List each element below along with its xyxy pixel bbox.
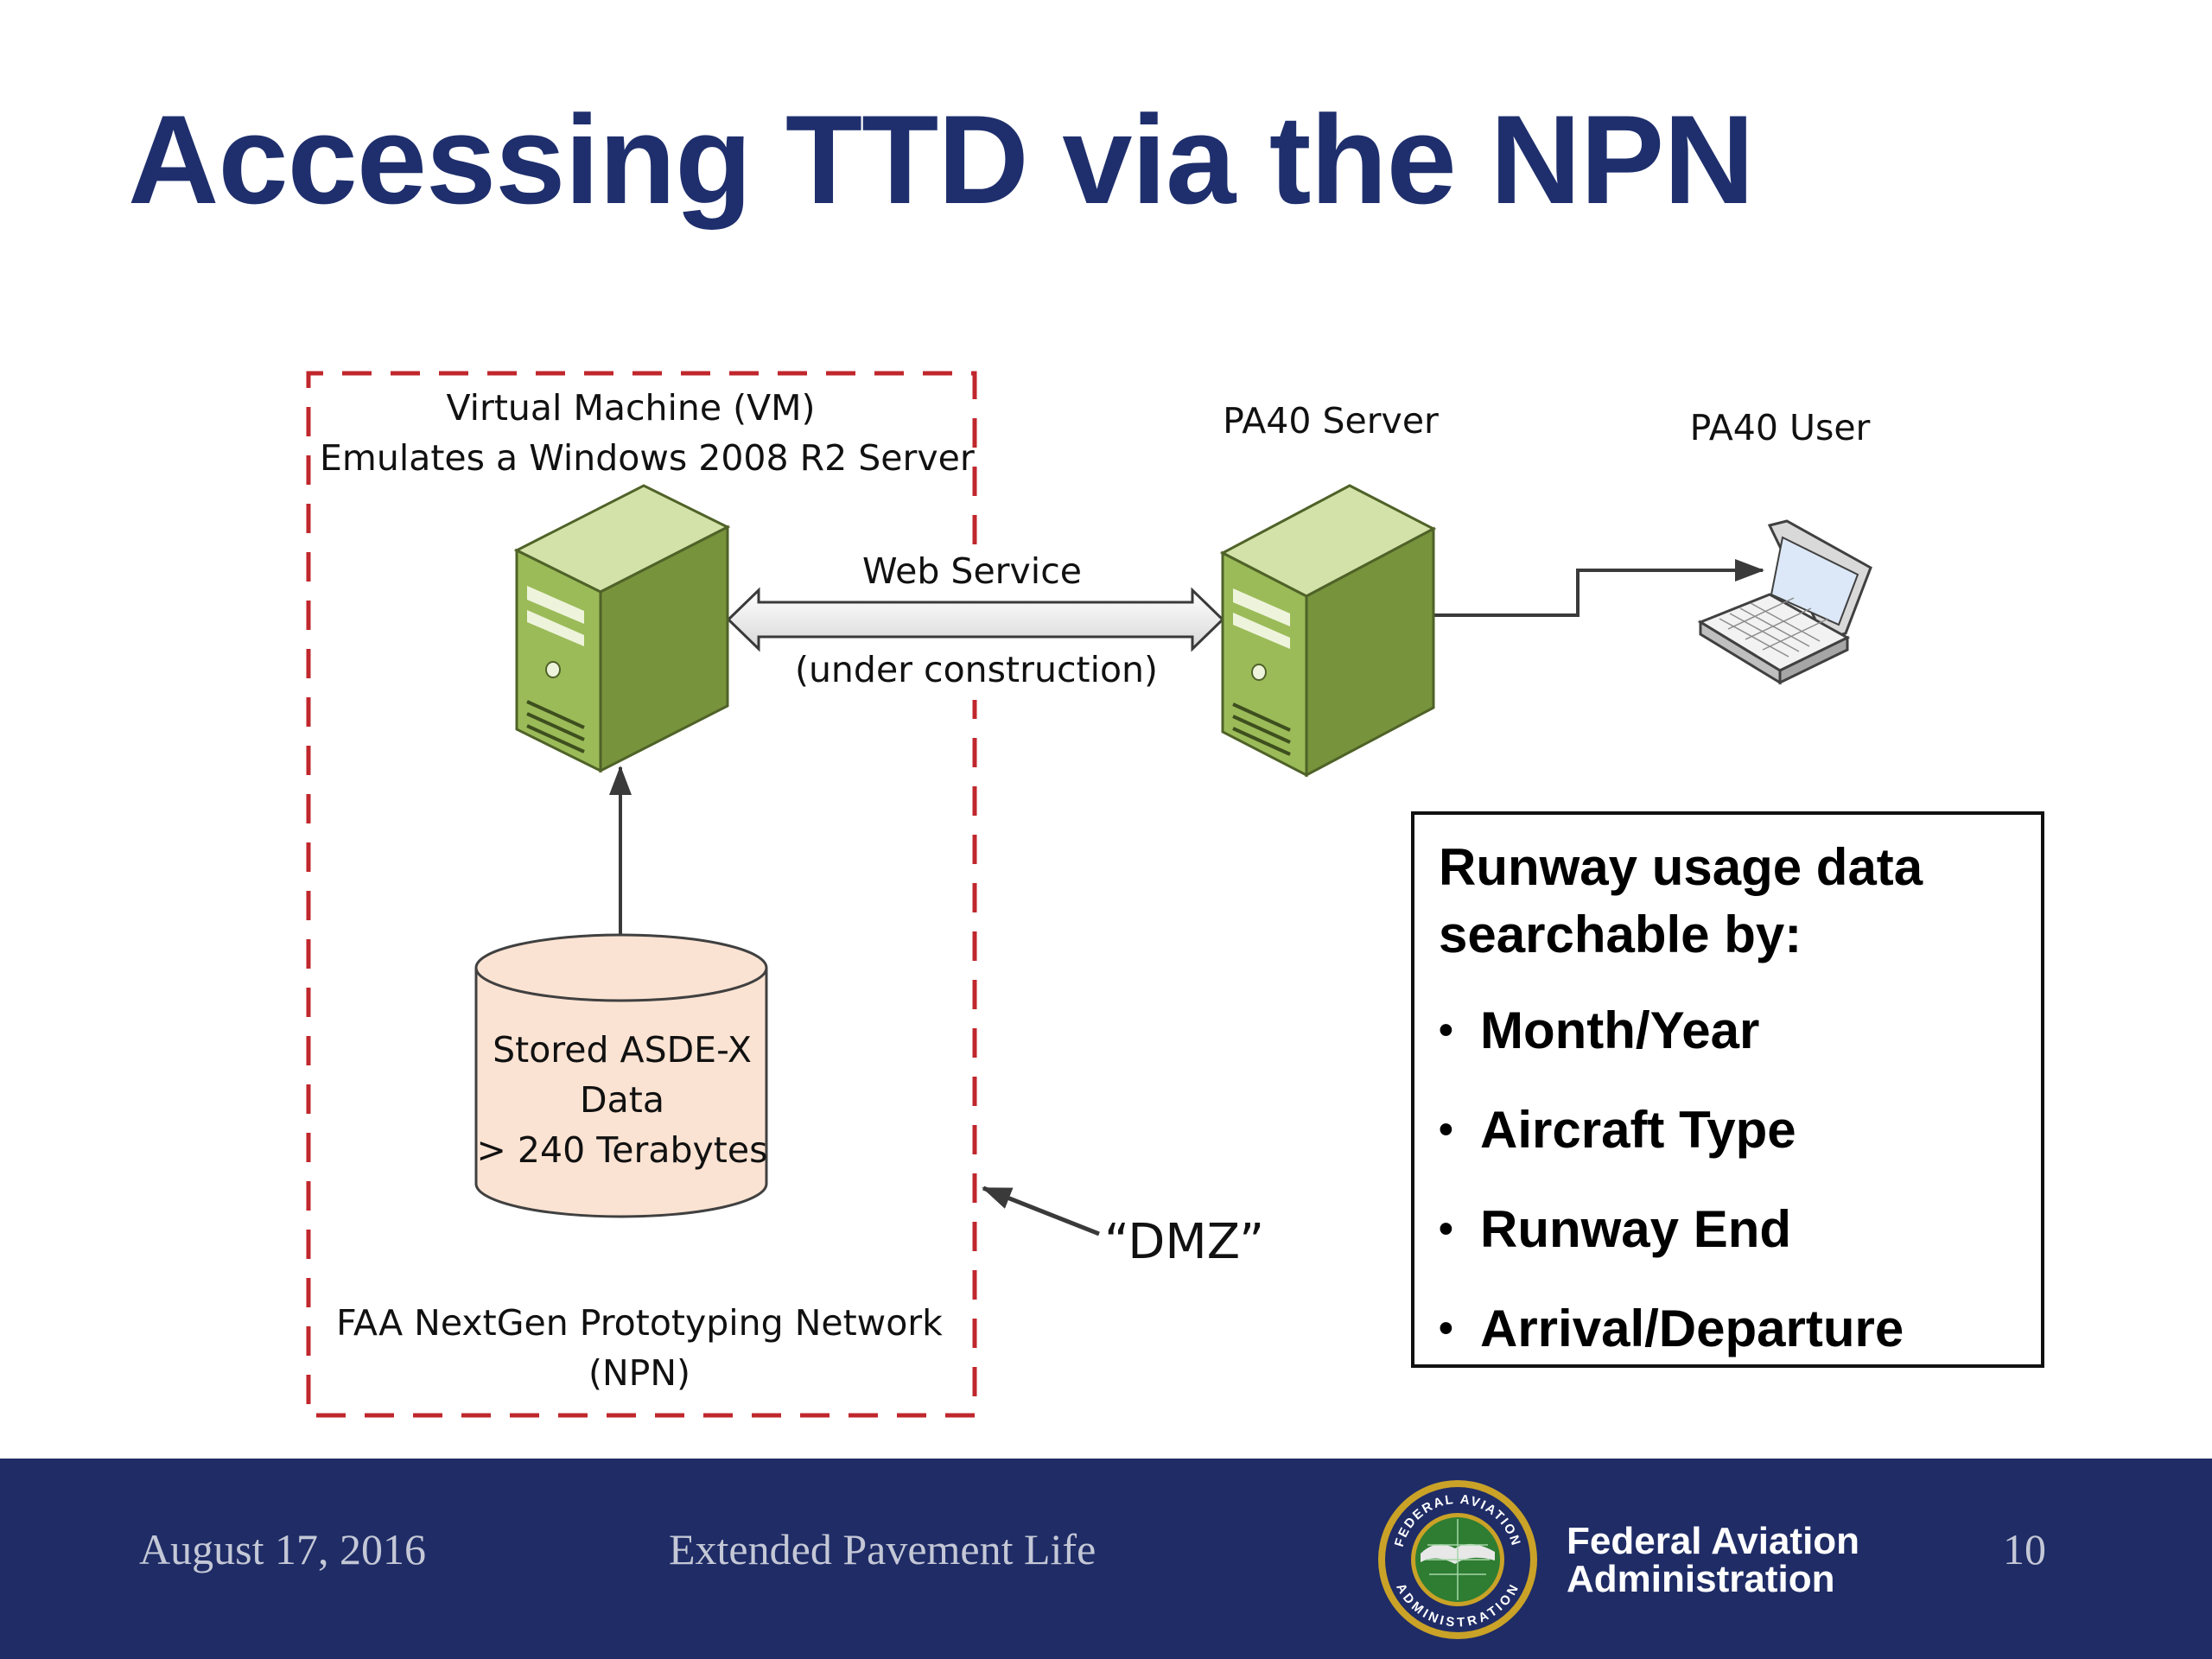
agency-name: Federal Aviation Administration — [1567, 1522, 1859, 1599]
dmz-label: “DMZ” — [1104, 1214, 1265, 1270]
storage-label-line3: > 240 Terabytes — [476, 1129, 768, 1171]
web-service-arrow — [726, 587, 1225, 652]
agency-name-line2: Administration — [1567, 1558, 1835, 1600]
vm-server-icon — [513, 484, 731, 773]
info-box-title-line2: searchable by: — [1439, 906, 1802, 963]
vm-label: Virtual Machine (VM) Emulates a Windows … — [320, 383, 975, 483]
vm-label-line2: Emulates a Windows 2008 R2 Server — [320, 437, 975, 479]
footer-presentation-title: Extended Pavement Life — [669, 1525, 1096, 1573]
info-box: Runway usage data searchable by: Month/Y… — [1411, 811, 2044, 1378]
user-label: PA40 User — [1689, 407, 1871, 448]
list-item: Month/Year — [1439, 981, 2020, 1080]
web-service-label: Web Service — [862, 550, 1082, 592]
footer-date: August 17, 2016 — [139, 1525, 426, 1573]
pa40-server-icon — [1219, 484, 1437, 778]
npn-boundary — [306, 371, 977, 1418]
storage-label-line2: Data — [580, 1079, 664, 1121]
server-label: PA40 Server — [1223, 400, 1439, 442]
footer-bar: August 17, 2016 Extended Pavement Life 1… — [0, 1459, 2212, 1659]
network-label: FAA NextGen Prototyping Network (NPN) — [320, 1298, 959, 1398]
slide-title: Accessing TTD via the NPN — [128, 89, 1755, 230]
server-to-user-connector — [1430, 559, 1764, 617]
faa-seal-logo: FEDERAL AVIATION ADMINISTRATION — [1378, 1480, 1537, 1639]
network-label-line1: FAA NextGen Prototyping Network — [336, 1302, 943, 1344]
list-item: Arrival/Departure — [1439, 1279, 2020, 1378]
under-construction-label: (under construction) — [794, 649, 1159, 690]
info-box-title-line1: Runway usage data — [1439, 838, 1923, 896]
dmz-pointer-arrow — [982, 1185, 1100, 1236]
list-item: Aircraft Type — [1439, 1080, 2020, 1179]
laptop-icon — [1697, 519, 1872, 685]
info-box-list: Month/Year Aircraft Type Runway End Arri… — [1439, 981, 2020, 1378]
network-label-line2: (NPN) — [588, 1352, 691, 1394]
page-number: 10 — [2003, 1525, 2046, 1573]
vm-label-line1: Virtual Machine (VM) — [446, 387, 816, 429]
agency-name-line1: Federal Aviation — [1567, 1520, 1860, 1562]
architecture-diagram — [306, 371, 1872, 1418]
storage-cylinder-icon — [474, 933, 768, 1218]
storage-label: Stored ASDE-X Data > 240 Terabytes — [467, 1025, 778, 1175]
info-box-title: Runway usage data searchable by: — [1439, 834, 2020, 969]
storage-label-line1: Stored ASDE-X — [493, 1029, 752, 1071]
list-item: Runway End — [1439, 1179, 2020, 1279]
